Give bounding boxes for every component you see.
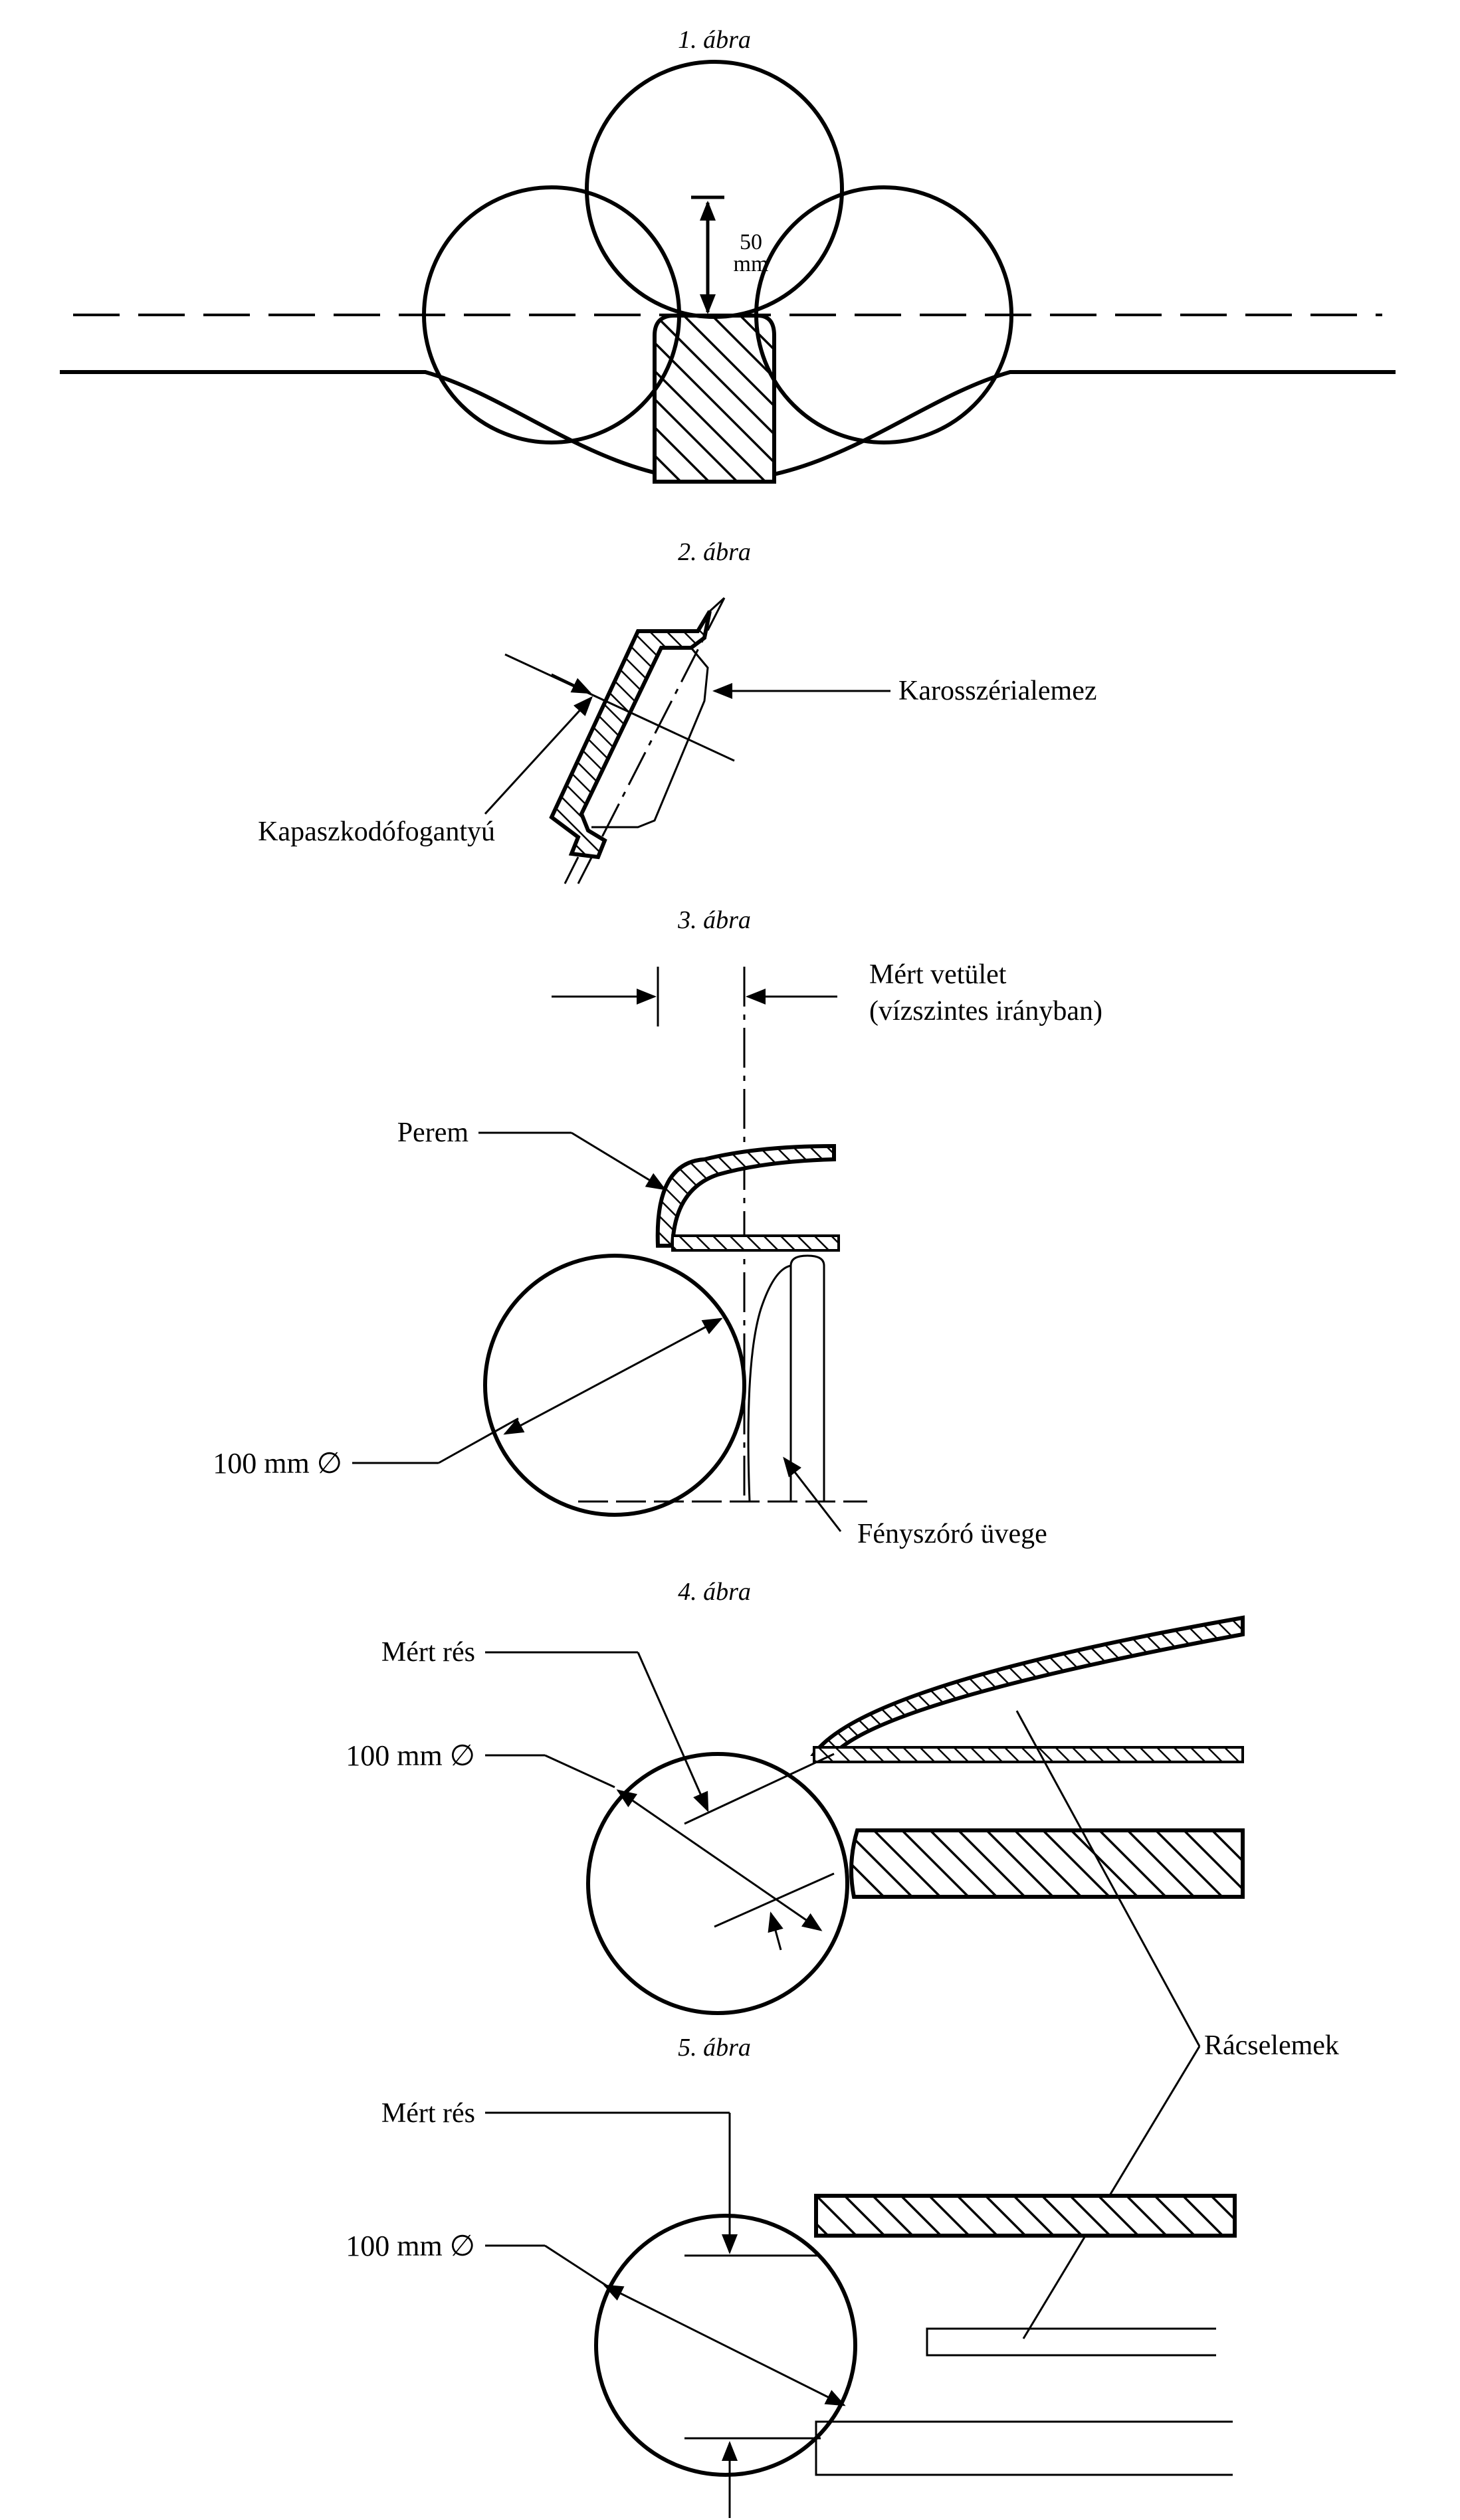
test-sphere [594,2214,857,2477]
leader-diameter-2 [544,2244,612,2290]
label-racselemek: Rácselemek [1204,2030,1339,2061]
sphere-top [585,60,844,319]
label-perem: Perem [397,1117,469,1148]
figure-3: 3. ábra Mért vetület (vízszintes irányba… [213,906,1102,1549]
label-mert-res-fig4: Mért rés [381,1637,475,1668]
label-diameter-fig5: 100 mm ∅ [346,2230,475,2262]
headlamp-lens [789,1254,825,1502]
width-arrow-left [551,673,592,694]
diameter-line [603,2284,846,2406]
label-karosszerialemez: Karosszérialemez [898,676,1097,706]
label-diameter-fig4: 100 mm ∅ [346,1739,475,1772]
label-projection-line2: (vízszintes irányban) [869,996,1102,1026]
label-mert-res-fig5: Mért rés [381,2098,475,2129]
grille-upper-shell [810,1615,1245,1756]
grille-elements-callout: Rácselemek [1015,1710,1339,2339]
leader-diameter-2 [438,1417,519,1464]
label-kapaszkodofogantyu: Kapaszkodófogantyú [258,817,495,847]
sphere-left [422,185,681,444]
width-dimension [504,653,735,762]
figure-1: 1. ábra 50 mm [60,26,1396,484]
dimension-value: 50 [740,230,762,254]
figure-4-title: 4. ábra [678,1578,751,1606]
test-sphere [586,1752,849,2015]
test-sphere [483,1254,746,1517]
body-panel-flange [564,597,726,884]
diameter-line [503,1317,723,1435]
axis-line [577,597,726,884]
dimension-unit: mm [734,252,769,276]
grab-handle-profile [549,610,712,860]
leader-gap-2 [637,1652,709,1812]
label-fenyszoro-uvege: Fényszóró üvege [857,1519,1047,1549]
diameter-line [616,1789,823,1931]
figure-5-title: 5. ábra [678,2034,751,2062]
gap-ref-upper [684,1753,835,1825]
figure-2-title: 2. ábra [678,538,751,566]
leader-glass [783,1456,842,1532]
grille-bar-middle [926,2327,1216,2357]
body-panel-outline [591,647,709,828]
grille-bar-lower [815,2420,1233,2476]
label-diameter-fig3: 100 mm ∅ [213,1447,342,1480]
leader-handle [484,696,593,815]
figure-1-title: 1. ábra [678,26,751,54]
headlamp-lens-curve [747,1264,791,1502]
gap-ref-lower [714,1872,835,1928]
label-projection-line1: Mért vetület [869,959,1007,990]
panel-strip [671,1234,840,1252]
protrusion-hatched [653,314,776,484]
grille-upper-strip [813,1746,1244,1763]
figure-2: 2. ábra Karosszérialemez Kapaszkodófogan… [258,538,1097,884]
leader-rim-2 [571,1131,667,1191]
grille-lower-element [849,1828,1245,1899]
figure-5: 5. ábra Mért rés 100 mm ∅ [346,2034,1237,2518]
rim-profile [655,1143,836,1248]
leader-diameter-2 [544,1754,615,1789]
leader-grille-upper [1015,1710,1201,2047]
figure-4: 4. ábra Mért rés 100 mm ∅ [346,1578,1245,2015]
figure-3-title: 3. ábra [677,906,751,934]
leader-grille-lower [1022,2046,1201,2339]
sphere-right [754,185,1013,444]
gap-arrow-up [768,1911,783,1951]
grille-bar-upper [814,2194,1237,2238]
